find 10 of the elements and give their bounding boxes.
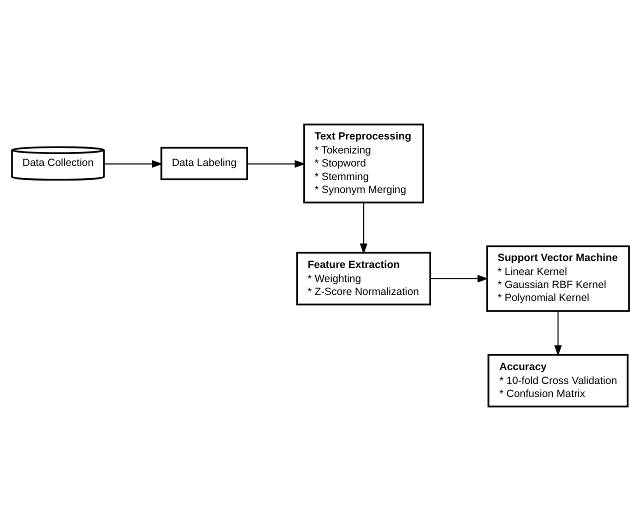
node-box: Text Preprocessing * Tokenizing * Stopword * Stemming * Synonym Merging xyxy=(303,124,424,204)
arrow xyxy=(104,160,163,168)
arrow xyxy=(360,202,368,254)
arrow xyxy=(430,274,488,282)
node-box: Data Labeling xyxy=(160,146,248,180)
arrow xyxy=(247,160,306,168)
node-box: Support Vector Machine * Linear Kernel * Gaussian RBF Kernel * Polynomial Kernel xyxy=(486,245,630,312)
node-box: Accuracy * 10-fold Cross Validation * Confusion Matrix xyxy=(488,354,629,408)
arrow xyxy=(554,311,562,356)
node-box: Feature Extraction * Weighting * Z-Score Normalization xyxy=(296,252,432,306)
